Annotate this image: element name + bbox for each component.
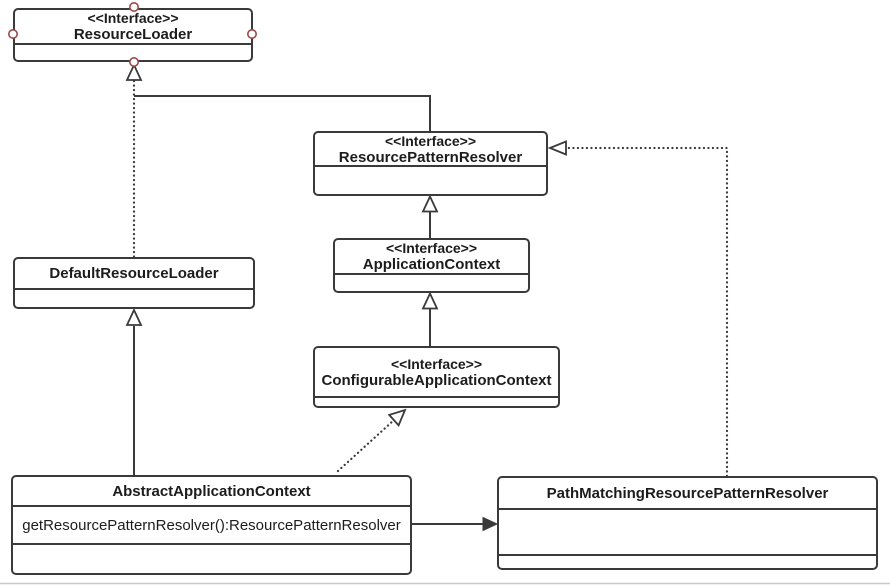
empty-compartment: [315, 165, 546, 194]
class-box-abstract-application-context[interactable]: AbstractApplicationContext getResourcePa…: [11, 475, 412, 575]
class-title-compartment: <<Interface>> ResourcePatternResolver: [315, 132, 546, 166]
empty-compartment: [13, 543, 410, 573]
stereotype-label: <<Interface>>: [390, 355, 483, 372]
generalization-edge-configurableapplicationcontext-to-applicationcontext[interactable]: [421, 291, 439, 347]
method-compartment: getResourcePatternResolver():ResourcePat…: [13, 505, 410, 543]
hollow-triangle-arrowhead: [421, 291, 439, 310]
method-label: getResourcePatternResolver():ResourcePat…: [22, 516, 401, 534]
class-name-label: ResourcePatternResolver: [338, 148, 523, 166]
class-name-label: AbstractApplicationContext: [112, 482, 311, 500]
class-name-label: ApplicationContext: [362, 256, 501, 273]
empty-compartment: [499, 554, 876, 568]
filled-triangle-arrowhead: [482, 516, 499, 532]
stereotype-label: <<Interface>>: [385, 240, 478, 256]
realization-edge-pathmatchingresourcepatternresolver-to-resourcepatternresolver[interactable]: [547, 140, 729, 478]
class-title-compartment: DefaultResourceLoader: [15, 259, 253, 288]
class-box-path-matching-resource-pattern-resolver[interactable]: PathMatchingResourcePatternResolver: [497, 476, 878, 570]
generalization-edge-applicationcontext-to-resourcepatternresolver[interactable]: [421, 194, 439, 239]
hollow-triangle-arrowhead: [125, 307, 143, 326]
hollow-triangle-arrowhead: [547, 140, 567, 156]
association-edge-abstractapplicationcontext-to-pathmatchingresourcepatternresolver[interactable]: [412, 516, 499, 532]
generalization-edge-abstractapplicationcontext-to-defaultresourceloader[interactable]: [125, 307, 143, 475]
class-box-configurable-application-context[interactable]: <<Interface>> ConfigurableApplicationCon…: [313, 346, 560, 408]
class-box-resource-pattern-resolver[interactable]: <<Interface>> ResourcePatternResolver: [313, 131, 548, 196]
class-title-compartment: <<Interface>> ConfigurableApplicationCon…: [315, 348, 558, 396]
class-name-label: DefaultResourceLoader: [49, 265, 219, 282]
stereotype-label: <<Interface>>: [384, 132, 477, 149]
class-name-label: ResourceLoader: [73, 26, 193, 43]
class-box-resource-loader[interactable]: <<Interface>> ResourceLoader: [13, 8, 253, 62]
class-name-label: ConfigurableApplicationContext: [321, 371, 552, 389]
hollow-triangle-arrowhead: [421, 194, 439, 213]
class-box-application-context[interactable]: <<Interface>> ApplicationContext: [333, 238, 530, 293]
class-title-compartment: <<Interface>> ResourceLoader: [15, 10, 251, 43]
empty-compartment: [15, 43, 251, 60]
class-title-compartment: AbstractApplicationContext: [13, 477, 410, 505]
class-title-compartment: <<Interface>> ApplicationContext: [335, 240, 528, 273]
class-name-label: PathMatchingResourcePatternResolver: [546, 484, 829, 502]
class-box-default-resource-loader[interactable]: DefaultResourceLoader: [13, 257, 255, 309]
hollow-triangle-arrowhead: [125, 62, 143, 81]
class-title-compartment: PathMatchingResourcePatternResolver: [499, 478, 876, 508]
realization-edge-abstractapplicationcontext-to-configurableapplicationcontext[interactable]: [336, 408, 407, 473]
stereotype-label: <<Interface>>: [87, 10, 179, 26]
empty-compartment: [315, 396, 558, 406]
empty-compartment: [499, 508, 876, 554]
hollow-triangle-arrowhead: [387, 408, 407, 427]
empty-compartment: [15, 288, 253, 307]
generalization-edge-resourcepatternresolver-to-resourceloader[interactable]: [134, 95, 431, 131]
empty-compartment: [335, 273, 528, 291]
